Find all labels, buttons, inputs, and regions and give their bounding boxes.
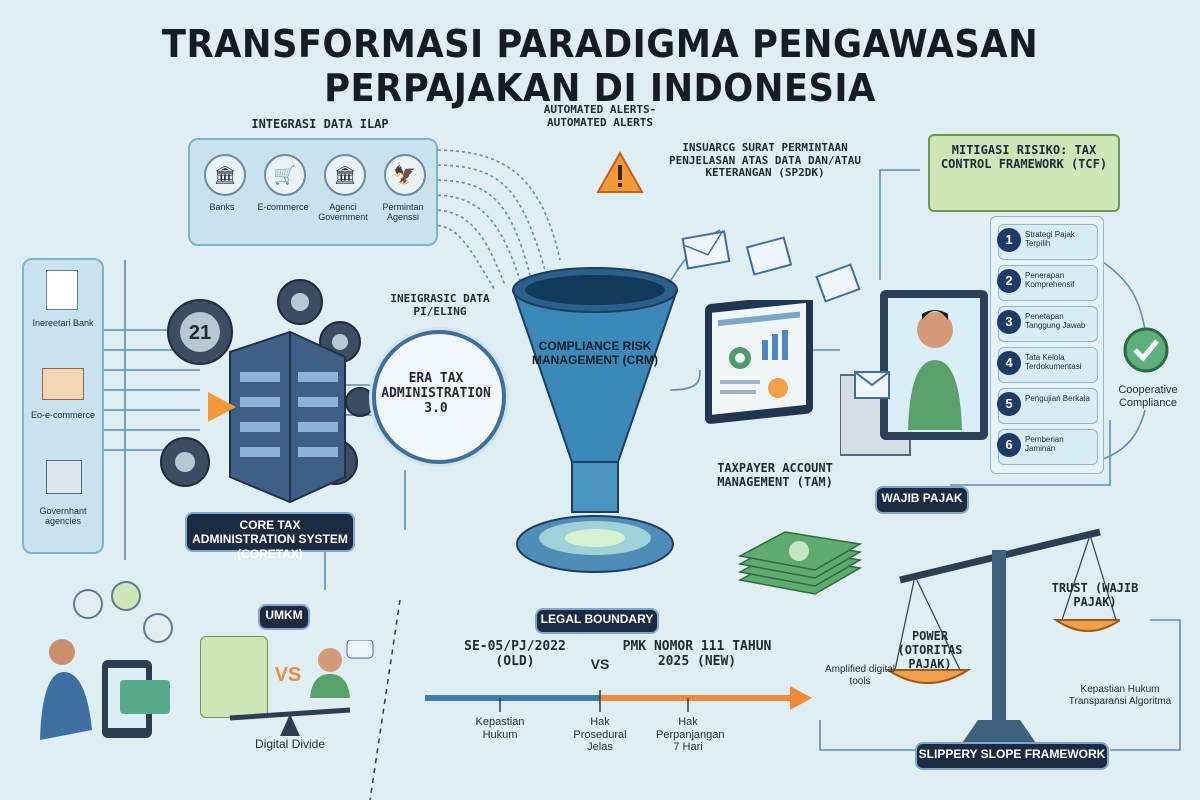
step-label: Pengujian Berkala [1025,394,1090,403]
left-source-label: Eo-e-commerce [30,410,95,420]
coretax-graphic: 21 [160,279,375,504]
check-icon [1123,327,1169,373]
timeline-label: Hak Perpanjangan 7 Hari [656,716,725,754]
source-label: Banks [209,202,235,212]
trust-note: Kepastian Hukum Transparansi Algoritma [1068,684,1172,707]
step-label: Penerapan Komprehensif [1025,271,1075,289]
coretax-label: CORE TAX ADMINISTRATION SYSTEM (CORETAX) [185,512,355,561]
old-regulation: SE-05/PJ/2022 (OLD) [464,639,566,669]
scale-graphic [884,528,1120,746]
source-label: Permintan Agenssi [382,202,424,223]
tam-label: TAXPAYER ACCOUNT MANAGEMENT (TAM) [717,461,833,489]
cart-icon: 🛒 [264,154,306,196]
sp2dk-label: INSUARCG SURAT PERMINTAAN PENJELASAN ATA… [668,141,862,180]
data-integration-card: 🏛 🛒 🏛 🦅 Banks E-commerce Agenci Governme… [188,138,438,246]
legal-boundary-label: LEGAL BOUNDARY [535,608,659,634]
power-note: Amplified digital tools [824,664,896,687]
warning-icon [596,150,644,193]
step-label: Tata Kelola Terdokumentasi [1025,353,1082,371]
step-label: Pemberian Jaminan [1025,435,1064,453]
source-label: Agenci Government [318,202,368,223]
store-icon [42,368,84,400]
mobile-user-graphic [40,581,173,740]
step-label: Penetapan Tanggung Jawab [1025,312,1086,330]
step-number: 2 [997,269,1021,293]
era-label: ERA TAX ADMINISTRATION 3.0 [381,371,491,416]
step-number: 5 [997,392,1021,416]
vs-text: VS [274,664,302,686]
era-circle [372,330,506,464]
left-sources-panel: Inereetari Bank Eo-e-commerce Governhant… [22,258,104,554]
left-source-label: Inereetari Bank [32,318,94,328]
bank-icon: 🏛 [204,154,246,196]
cooperative-compliance-label: Cooperative Compliance [1118,384,1178,409]
user-icon [310,640,374,698]
page-title: TRANSFORMASI PARADIGMA PENGAWASAN PERPAJ… [161,22,1039,110]
legal-vs: VS [590,656,610,672]
gear-number: 21 [189,322,211,344]
tcf-step: 5 Pengujian Berkala [997,388,1098,424]
umkm-icon [200,636,268,718]
crm-label: COMPLIANCE RISK MANAGEMENT (CRM) [532,339,658,367]
tam-monitor [705,300,813,424]
left-source-label: Governhant agencies [39,506,87,527]
document-icon [46,270,78,310]
alerts-label: AUTOMATED ALERTS-AUTOMATED ALERTS [543,103,657,129]
money-icon [737,531,863,595]
digital-divide-label: Digital Divide [254,737,326,751]
bank-icon [46,460,82,494]
tcf-heading: MITIGASI RISIKO: TAX CONTROL FRAMEWORK (… [940,143,1108,171]
government-icon: 🏛 [324,154,366,196]
slippery-slope-label: SLIPPERY SLOPE FRAMEWORK [915,742,1109,770]
step-number: 3 [997,310,1021,334]
power-label: POWER (OTORITAS PAJAK) [897,629,963,671]
taxpayer-label: WAJIB PAJAK [875,486,969,514]
step-number: 4 [997,351,1021,375]
trust-label: TRUST (WAJIB PAJAK) [1051,581,1139,609]
source-label: E-commerce [257,202,309,212]
umkm-label: UMKM [258,604,310,630]
taxpayer-computer [840,290,988,456]
tcf-heading-box: MITIGASI RISIKO: TAX CONTROL FRAMEWORK (… [928,134,1120,212]
timeline-label: Hak Prosedural Jelas [573,716,627,754]
seesaw-icon [229,707,351,736]
crm-funnel [512,267,678,573]
envelope-icons [681,230,861,303]
data-integration-heading: INTEGRASI DATA ILAP [251,117,389,131]
step-label: Strategi Pajak Terpilih [1025,230,1075,248]
step-number: 1 [997,228,1021,252]
integration-label: INEIGRASIC DATA PI/ELING [390,292,490,318]
timeline-label: Kepastian Hukum [475,716,525,741]
step-number: 6 [997,433,1021,457]
legal-timeline [425,686,812,712]
new-regulation: PMK NOMOR 111 TAHUN 2025 (NEW) [622,639,772,669]
garuda-icon: 🦅 [384,154,426,196]
